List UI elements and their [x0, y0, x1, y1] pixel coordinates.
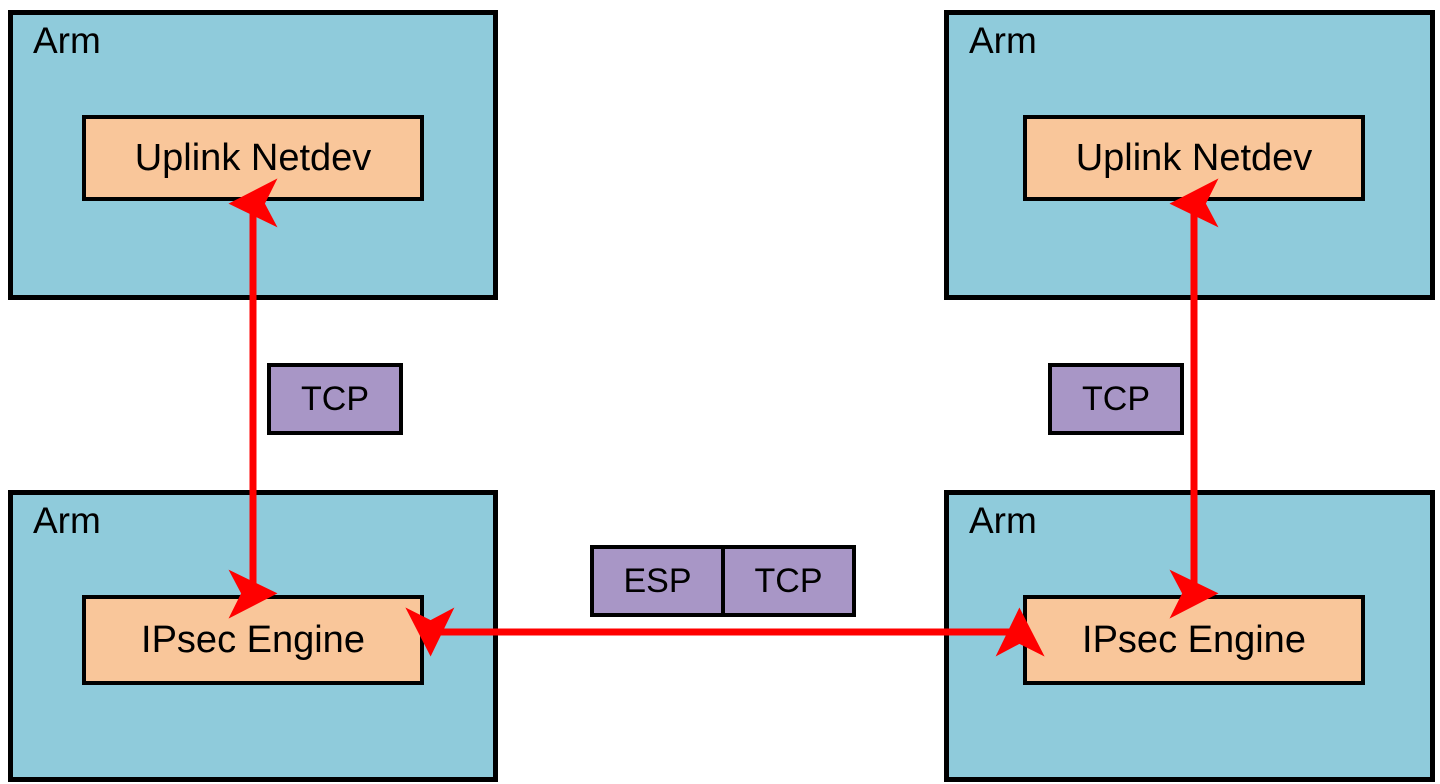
component-label-uplink-netdev-left: Uplink Netdev — [134, 137, 372, 179]
component-label-ipsec-engine-right: IPsec Engine — [1082, 619, 1306, 661]
protocol-badge-tcp-right: TCP — [1048, 363, 1184, 435]
protocol-badge-esp-tcp: ESP TCP — [590, 545, 856, 617]
protocol-cell-esp: ESP — [594, 549, 721, 613]
host-label-bottom-left: Arm — [33, 500, 101, 541]
protocol-cell-esp-label: ESP — [623, 562, 692, 600]
host-label-bottom-right: Arm — [969, 500, 1037, 541]
host-label-top-right: Arm — [969, 20, 1037, 61]
protocol-badge-tcp-right-label: TCP — [1082, 380, 1150, 418]
protocol-badge-tcp-left-label: TCP — [301, 380, 369, 418]
protocol-cell-tcp: TCP — [721, 549, 852, 613]
component-label-uplink-netdev-right: Uplink Netdev — [1075, 137, 1313, 179]
component-label-ipsec-engine-left: IPsec Engine — [141, 619, 365, 661]
protocol-badge-tcp-left: TCP — [267, 363, 403, 435]
protocol-cell-tcp-label: TCP — [754, 562, 823, 600]
host-label-top-left: Arm — [33, 20, 101, 61]
